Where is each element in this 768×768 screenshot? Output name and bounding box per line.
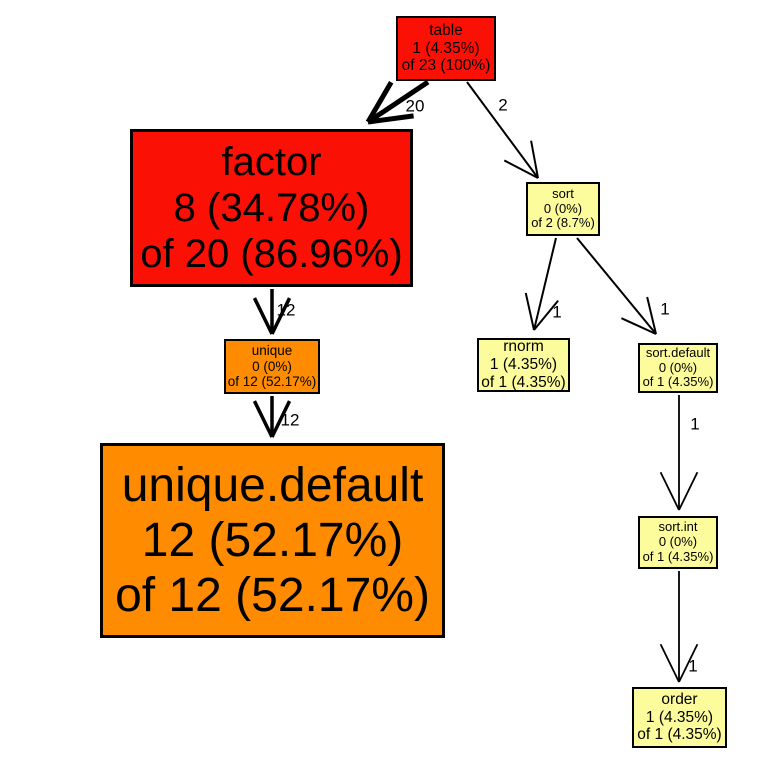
node-self-count: 12 (52.17%): [141, 513, 404, 567]
edge-table-factor: 20: [365, 79, 430, 125]
node-self-count: 0 (0%): [658, 359, 698, 375]
edge-factor-unique: 12: [252, 289, 296, 335]
node-self-count: 8 (34.78%): [173, 186, 370, 230]
node-label: order: [661, 690, 698, 708]
edge-sort-rnorm: 1: [524, 237, 562, 331]
edge-sort.default-sort.int: 1: [659, 395, 700, 511]
node-total-count: of 1 (4.35%): [642, 374, 714, 390]
node-total-count: of 12 (52.17%): [227, 374, 317, 390]
node-total-count: of 2 (8.7%): [531, 215, 595, 231]
edge-table-sort: 2: [466, 81, 539, 179]
node-self-count: 1 (4.35%): [412, 39, 480, 57]
node-self-count: 1 (4.35%): [489, 356, 558, 374]
edge-count-label: 1: [690, 415, 699, 434]
node-label: sort.int: [658, 519, 698, 535]
node-label: unique: [251, 343, 293, 359]
edge-count-label: 2: [498, 96, 507, 115]
node-self-count: 0 (0%): [543, 200, 583, 216]
edge-count-label: 1: [688, 657, 697, 676]
edge-count-label: 1: [552, 303, 561, 322]
node-label: unique.default: [121, 458, 424, 512]
node-total-count: of 12 (52.17%): [115, 569, 430, 623]
edge-count-label: 12: [277, 301, 296, 320]
node-total-count: of 1 (4.35%): [481, 373, 566, 391]
edge-count-label: 20: [406, 97, 425, 116]
edge-count-label: 1: [660, 300, 669, 319]
node-total-count: of 1 (4.35%): [642, 548, 714, 564]
node-self-count: 0 (0%): [252, 358, 292, 374]
node-label: factor: [221, 140, 322, 184]
node-self-count: 1 (4.35%): [645, 708, 714, 726]
node-self-count: 0 (0%): [658, 534, 698, 550]
node-total-count: of 23 (100%): [401, 57, 491, 75]
node-label: sort.default: [645, 344, 711, 360]
edge-unique-unique.default: 12: [252, 396, 300, 438]
edge-sort.int-order: 1: [659, 571, 699, 683]
edge-count-label: 12: [281, 411, 300, 430]
node-label: rnorm: [503, 338, 544, 356]
edge-sort-sort.default: 1: [576, 237, 670, 335]
node-label: sort: [552, 185, 574, 201]
node-total-count: of 1 (4.35%): [637, 726, 722, 744]
node-label: table: [429, 21, 463, 39]
node-total-count: of 20 (86.96%): [140, 232, 403, 276]
